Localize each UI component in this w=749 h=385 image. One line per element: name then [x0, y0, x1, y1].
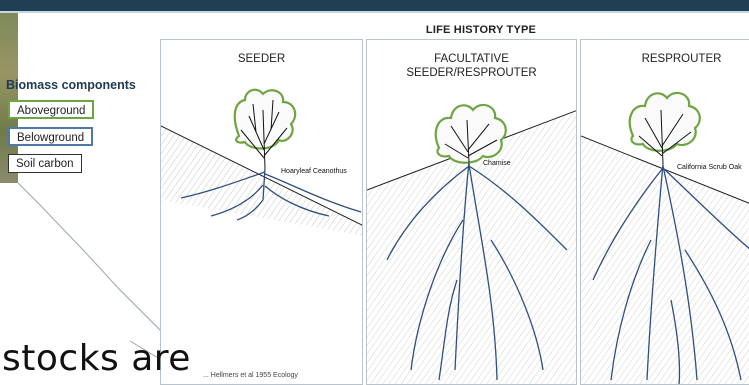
- header-divider: [0, 11, 749, 13]
- seeder-illustration: [161, 40, 363, 385]
- plant-label: California Scrub Oak: [677, 164, 737, 171]
- header-bar: [0, 0, 749, 11]
- slide-body-text: stocks are: [2, 338, 191, 379]
- resprouter-illustration: [581, 40, 749, 385]
- legend-title: Biomass components: [6, 78, 136, 92]
- panel-seeder: SEEDER Hoaryleaf Ceanothus: [160, 39, 363, 385]
- panel-facultative: FACULTATIVE SEEDER/RESPROUTER Chamise: [366, 39, 577, 385]
- facultative-illustration: [367, 40, 577, 385]
- plant-label: Hoaryleaf Ceanothus: [281, 168, 341, 175]
- panel-resprouter: RESPROUTER California Scrub Oak: [580, 39, 749, 385]
- legend-item-aboveground: Aboveground: [8, 100, 94, 119]
- source-credit: ... Hellmers et al 1955 Ecology: [203, 372, 298, 379]
- canopy-outline: [235, 90, 295, 149]
- legend-item-soil-carbon: Soil carbon: [8, 154, 82, 173]
- legend-item-belowground: Belowground: [8, 127, 93, 146]
- section-title: LIFE HISTORY TYPE: [396, 24, 566, 36]
- plant-label: Chamise: [483, 160, 511, 167]
